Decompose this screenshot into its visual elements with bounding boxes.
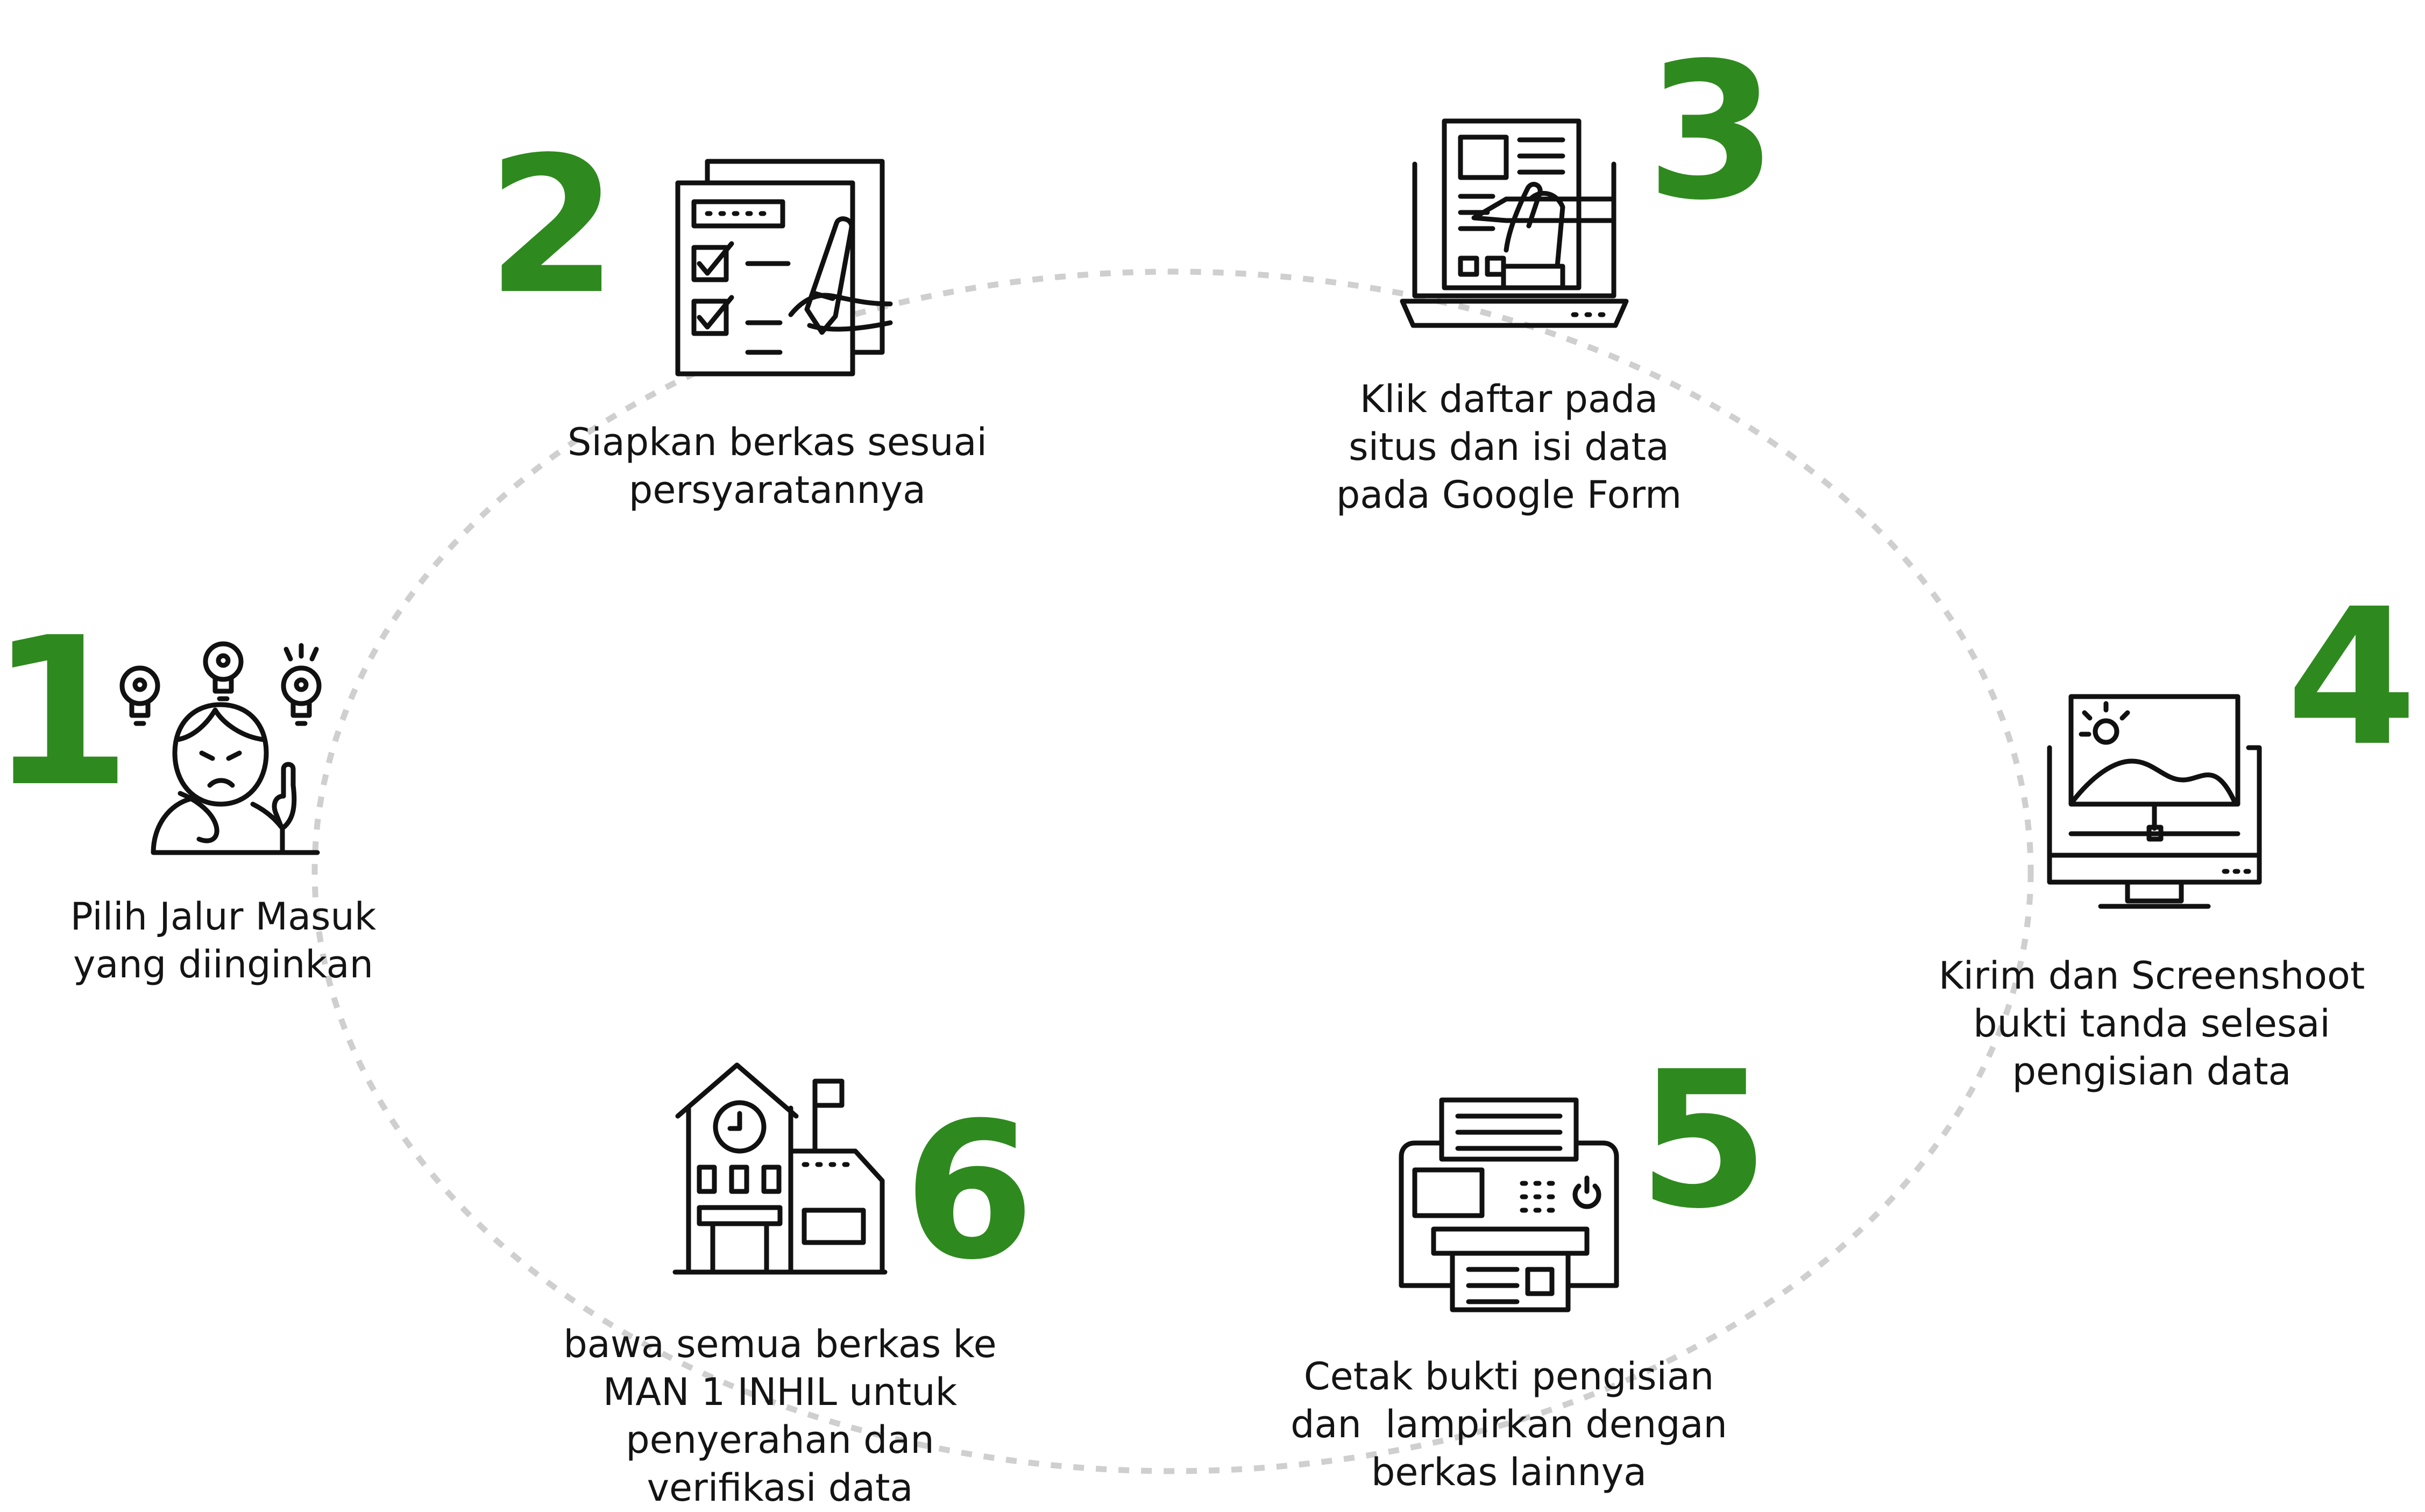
laptop-form-hand-pen-icon (1400, 116, 1629, 333)
step-3-number: 3 (1646, 22, 1777, 242)
step-6-line-2: MAN 1 INHIL untuk (602, 1370, 958, 1414)
step-5-line-3: berkas lainnya (1371, 1450, 1647, 1494)
step-1-line-2: yang diinginkan (73, 942, 373, 986)
step-6-number: 6 (904, 1082, 1035, 1301)
step-4-line-1: Kirim dan Screenshoot (1938, 954, 2365, 998)
step-4-line-2: bukti tanda selesai (1973, 1002, 2330, 1046)
confused-person-lightbulbs-icon (116, 632, 325, 858)
step-1-label: Pilih Jalur Masuk yang diinginkan (16, 893, 430, 989)
step-5-line-2: dan lampirkan dengan (1291, 1402, 1727, 1446)
printer-icon (1399, 1097, 1619, 1312)
step-2-line-1: Siapkan berkas sesuai (568, 420, 987, 464)
step-2-number: 2 (487, 116, 618, 336)
step-1-number: 1 (0, 593, 131, 832)
step-2-label: Siapkan berkas sesuai persyaratannya (554, 418, 1001, 514)
step-3-line-2: situs dan isi data (1349, 425, 1669, 469)
checklist-document-pen-icon (675, 159, 896, 377)
step-6-line-4: verifikasi data (647, 1466, 913, 1510)
step-6-line-1: bawa semua berkas ke (563, 1322, 997, 1366)
step-3-line-1: Klik daftar pada (1359, 377, 1658, 421)
step-3-label: Klik daftar pada situs dan isi data pada… (1291, 375, 1727, 519)
step-4-line-3: pengisian data (2012, 1049, 2292, 1094)
step-6-line-3: penyerahan dan (626, 1418, 934, 1462)
step-5-number: 5 (1638, 1031, 1769, 1250)
step-5-line-1: Cetak bukti pengisian (1303, 1354, 1714, 1399)
school-building-flag-icon (672, 1062, 888, 1277)
step-1-line-1: Pilih Jalur Masuk (70, 895, 377, 939)
step-6-label: bawa semua berkas ke MAN 1 INHIL untuk p… (554, 1321, 1006, 1512)
monitor-screenshot-image-icon (2047, 694, 2262, 912)
step-5-label: Cetak bukti pengisian dan lampirkan deng… (1270, 1353, 1748, 1496)
step-2-line-2: persyaratannya (628, 468, 926, 512)
step-3-line-3: pada Google Form (1336, 473, 1682, 517)
step-4-label: Kirim dan Screenshoot bukti tanda selesa… (1915, 952, 2388, 1096)
step-4-number: 4 (2286, 568, 2417, 787)
